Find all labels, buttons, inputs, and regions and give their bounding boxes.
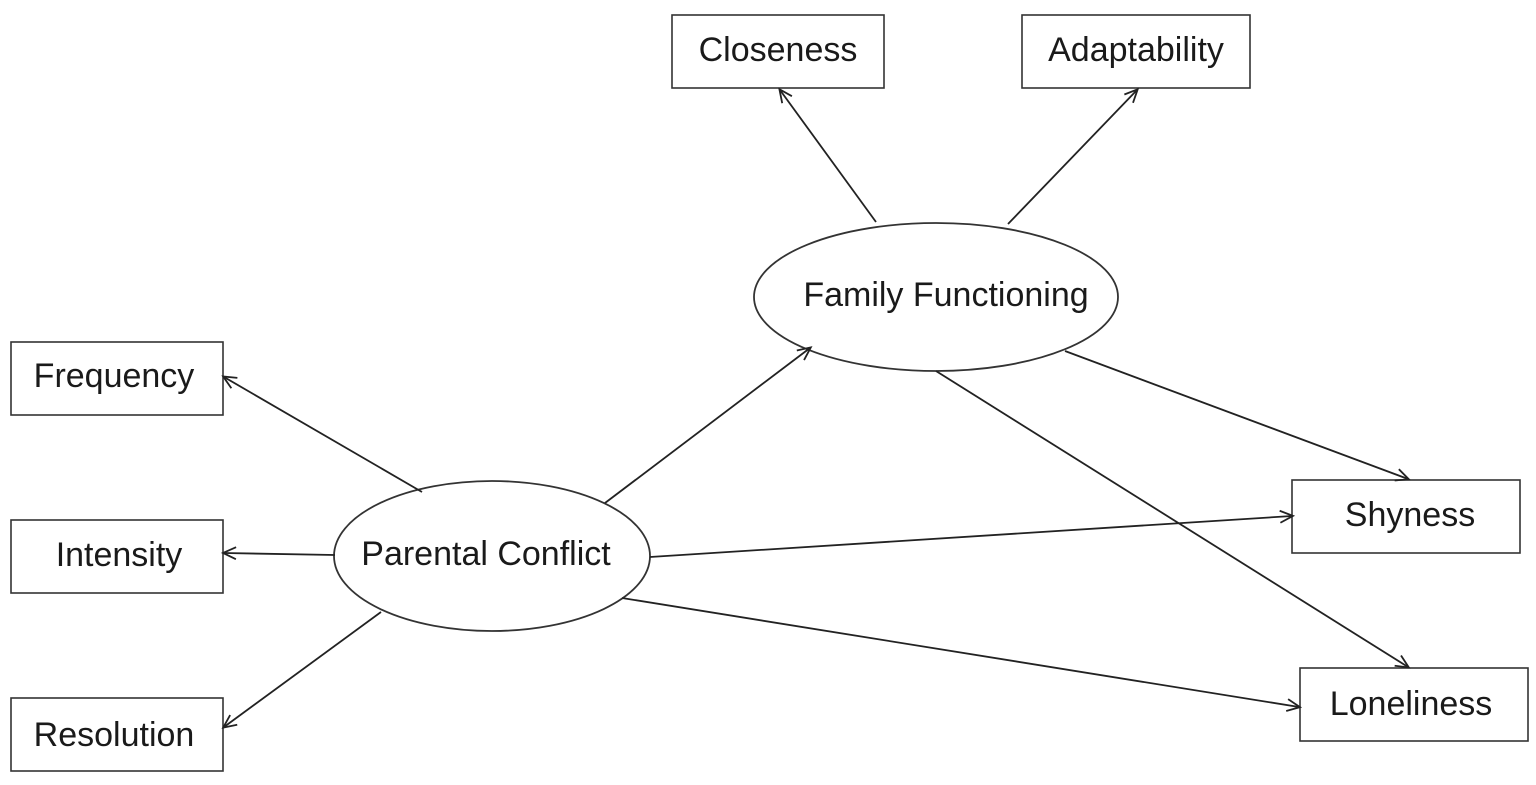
arrow-family-to-shyness <box>1064 350 1408 479</box>
closeness-label: Closeness <box>699 31 858 69</box>
intensity-node: Intensity <box>10 519 224 594</box>
arrow-family-to-loneliness <box>935 370 1408 667</box>
family-functioning-node: Family Functioning <box>753 222 1119 372</box>
adaptability-label: Adaptability <box>1048 31 1224 69</box>
shyness-label: Shyness <box>1345 496 1475 534</box>
arrow-conflict-to-resolution <box>224 611 382 727</box>
arrow-conflict-to-frequency <box>224 377 423 493</box>
arrow-family-to-closeness <box>780 90 877 223</box>
intensity-label: Intensity <box>56 536 183 574</box>
parental-conflict-label: Parental Conflict <box>361 535 611 573</box>
frequency-label: Frequency <box>34 357 195 395</box>
loneliness-label: Loneliness <box>1330 685 1493 723</box>
arrow-family-to-adaptability <box>1007 90 1137 225</box>
resolution-node: Resolution <box>10 697 224 772</box>
closeness-node: Closeness <box>671 14 885 89</box>
loneliness-node: Loneliness <box>1299 667 1529 742</box>
family-functioning-label: Family Functioning <box>803 276 1088 314</box>
resolution-label: Resolution <box>34 716 195 754</box>
arrow-conflict-to-loneliness <box>621 597 1299 707</box>
parental-conflict-node: Parental Conflict <box>333 480 651 632</box>
arrow-conflict-to-shyness <box>649 516 1292 558</box>
arrow-conflict-to-intensity <box>224 553 336 555</box>
frequency-node: Frequency <box>10 341 224 416</box>
arrow-conflict-to-family <box>604 348 810 504</box>
adaptability-node: Adaptability <box>1021 14 1251 89</box>
shyness-node: Shyness <box>1291 479 1521 554</box>
